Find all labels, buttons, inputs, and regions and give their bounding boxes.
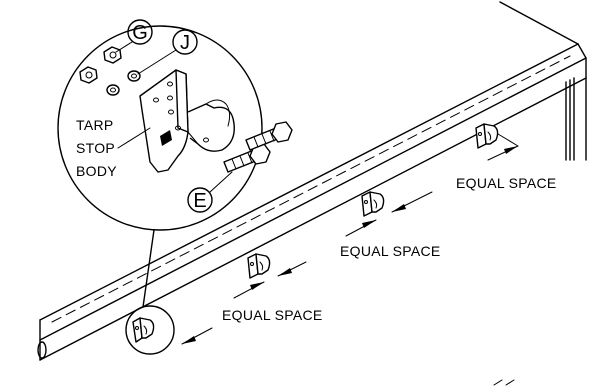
callout-e: E: [187, 171, 233, 213]
hex-bolt-1: [223, 143, 271, 173]
callout-j: J: [137, 29, 198, 75]
callout-g: G: [115, 19, 153, 53]
hex-nut-1: [79, 66, 98, 84]
detail-locator-circle: [125, 305, 175, 355]
tarp-stop-bracket-4: [475, 123, 499, 149]
rail-hidden-line: [51, 55, 571, 323]
callout-g-letter: G: [132, 22, 148, 44]
frame-top-crossbar: [499, 1, 579, 45]
tarp-stop-bracket-3: [361, 191, 385, 217]
washer-2: [127, 70, 141, 82]
tarp-stop-bracket-2: [247, 253, 271, 279]
rail: [37, 1, 587, 386]
bracket-hole: [168, 109, 174, 115]
part-name-line-3: BODY: [76, 163, 117, 179]
rail-right-corner: [577, 43, 587, 79]
bracket-hole: [167, 81, 173, 87]
spacing-label-3: EQUAL SPACE: [456, 175, 557, 191]
spacing-label-2: EQUAL SPACE: [340, 243, 441, 259]
part-name-line-1: TARP: [76, 117, 114, 133]
detail-leader-line: [142, 229, 155, 308]
callout-j-letter: J: [180, 32, 190, 54]
bracket-hole: [203, 137, 209, 143]
bracket-hole: [153, 97, 159, 103]
hex-nut-2: [103, 46, 122, 64]
part-name-line-2: STOP: [76, 140, 115, 156]
spacing-label-1: EQUAL SPACE: [222, 307, 323, 323]
washer-1: [106, 84, 120, 96]
bracket-hole: [167, 95, 173, 101]
detail-circle: [57, 25, 263, 231]
callout-e-letter: E: [193, 190, 206, 212]
rail-left-end-cap: [37, 341, 47, 359]
tarp-stop-bracket-1: [132, 317, 155, 343]
spacing-dimension-1: [181, 281, 265, 345]
spacing-dimension-2: [277, 219, 377, 277]
spacing-dimension-3: [391, 133, 519, 213]
detail-view: G J E TARP STOP BODY: [57, 19, 293, 231]
tarp-stop-body-part: [139, 69, 235, 173]
rail-top-back-edge: [39, 43, 579, 321]
part-name-leader: [117, 127, 151, 149]
frame-corner-mark: [493, 379, 515, 386]
bracket-hole: [175, 125, 181, 131]
hex-bolt-2: [245, 121, 293, 151]
rail-bottom-edge: [39, 77, 587, 361]
rail-top-front-edge: [39, 57, 587, 341]
